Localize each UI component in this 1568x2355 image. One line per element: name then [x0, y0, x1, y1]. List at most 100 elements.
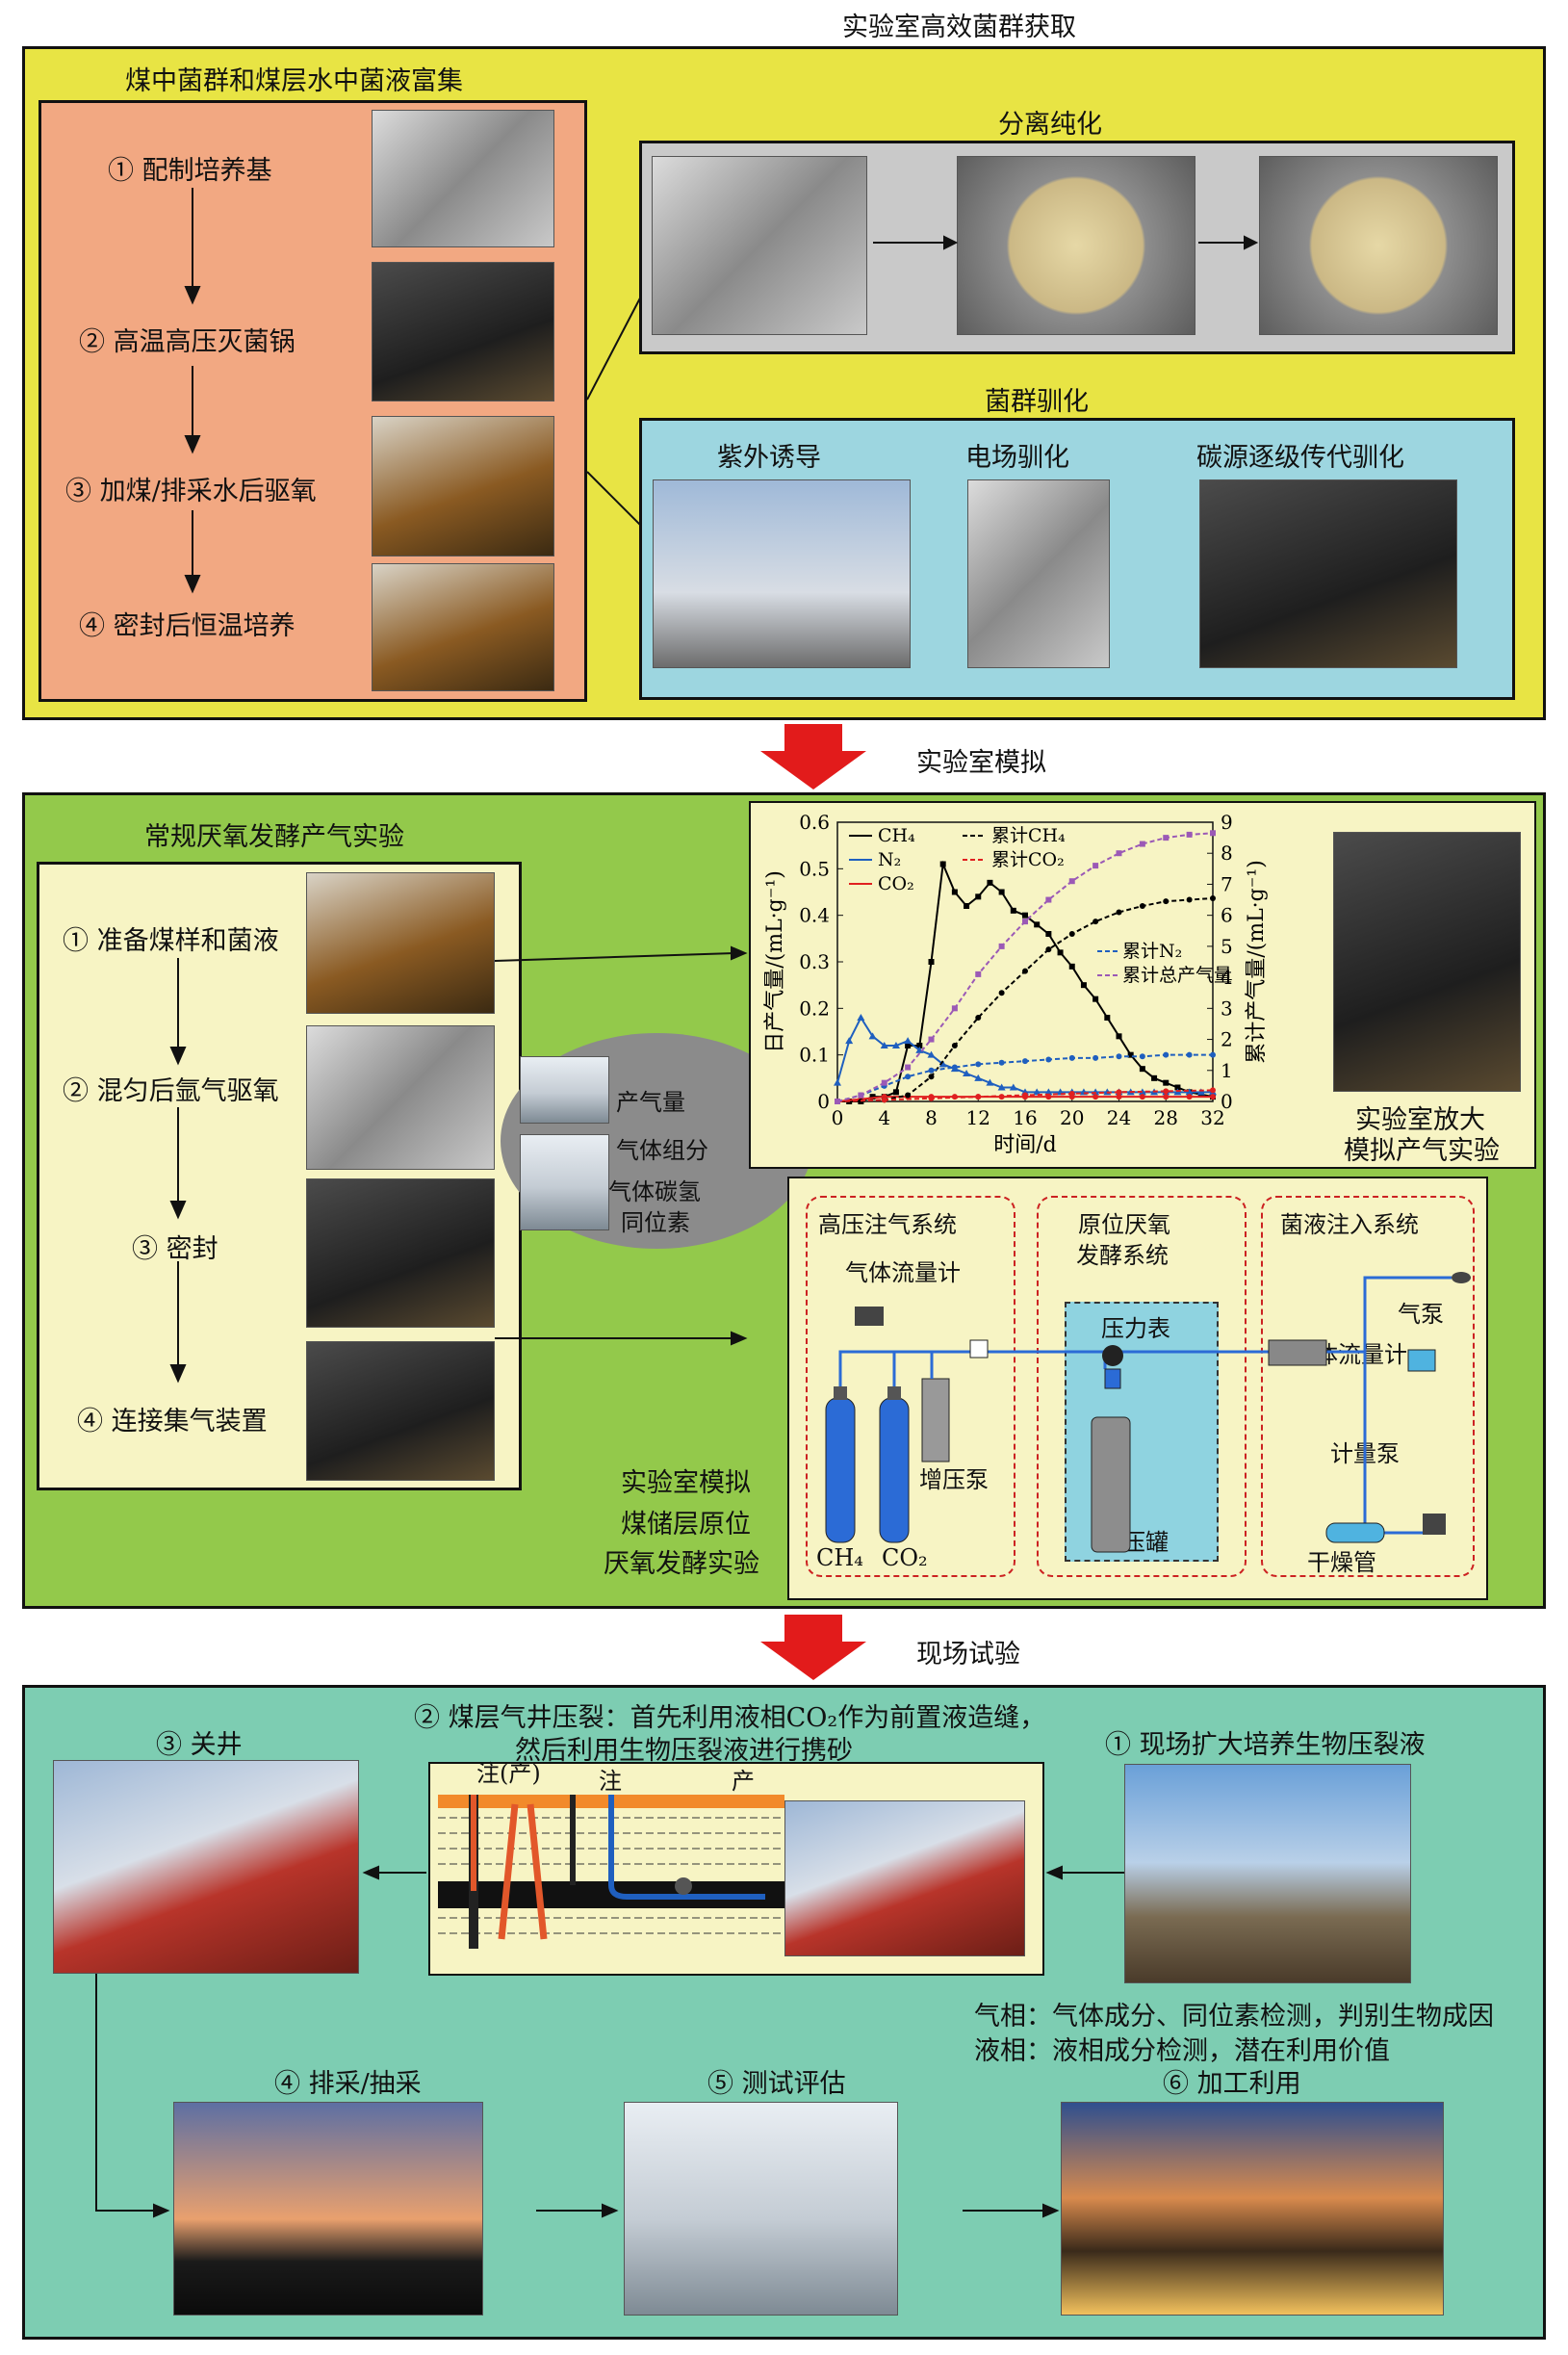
photo-scale-up-vessel [1333, 832, 1521, 1092]
legend-label: 累计N₂ [1122, 941, 1182, 962]
domestication-title: 菌群驯化 [985, 387, 1089, 417]
x-tick-label: 4 [878, 1106, 890, 1129]
data-point [1185, 1088, 1194, 1096]
data-point [1116, 1089, 1122, 1096]
y-left-tick-label: 0 [817, 1090, 830, 1113]
data-point [858, 1092, 864, 1099]
data-point [1092, 1094, 1099, 1100]
data-point [1139, 1094, 1145, 1100]
data-point [881, 1079, 887, 1086]
data-point [1116, 1033, 1122, 1040]
bacteria-injection-box [1261, 1196, 1475, 1577]
photo-uv-induction [653, 479, 911, 668]
data-point [998, 990, 1005, 996]
x-tick-label: 16 [1013, 1106, 1037, 1129]
system2-title-1: 原位厌氧 [1078, 1211, 1170, 1238]
photo-fracturing-fleet [784, 1800, 1025, 1956]
data-point [1210, 894, 1216, 901]
x-axis-label: 时间/d [993, 1133, 1057, 1157]
data-point [1104, 1015, 1111, 1021]
x-tick-label: 0 [832, 1106, 844, 1129]
data-point [845, 1037, 854, 1045]
y-right-tick-label: 1 [1221, 1059, 1233, 1082]
data-point [975, 1094, 982, 1100]
photo-flasks-deoxygenation [372, 416, 554, 556]
data-point [1116, 1094, 1122, 1100]
data-point [975, 1061, 982, 1068]
x-tick-label: 20 [1060, 1106, 1084, 1129]
well-label-1: 注(产) [476, 1760, 541, 1787]
apparatus-schematic [825, 1272, 1471, 1553]
label-ch4: CH₄ [816, 1544, 863, 1571]
note-gas: 气相：气体成分、同位素检测，判别生物成因 [974, 2002, 1494, 2032]
hp-tank-icon [1091, 1416, 1131, 1553]
sim-label-3: 厌氧发酵实验 [604, 1549, 759, 1579]
domestication-item-electric: 电场驯化 [965, 443, 1069, 473]
y-left-tick-label: 0.4 [799, 904, 830, 927]
data-point [881, 1097, 887, 1103]
data-point [834, 1078, 841, 1086]
y-right-tick-label: 7 [1221, 872, 1233, 895]
red-arrow-2 [760, 1615, 866, 1680]
photo-isotope-instrument [520, 1134, 609, 1230]
data-point [1163, 1094, 1170, 1100]
data-point [1163, 1088, 1170, 1095]
legend-label: 累计总产气量 [1122, 965, 1232, 986]
y-left-tick-label: 0.3 [799, 950, 830, 973]
photo-coal-sample [306, 872, 495, 1014]
data-point [1196, 1088, 1205, 1096]
data-point [1045, 1056, 1052, 1063]
photo-anaerobic-chamber [652, 156, 867, 335]
ch4-cylinder-icon [825, 1386, 856, 1543]
data-point [915, 1046, 924, 1053]
photo-electric-field [967, 479, 1110, 668]
conventional-step-1: ① 准备煤样和菌液 [63, 926, 279, 956]
data-point [916, 1043, 923, 1048]
photo-autoclave [372, 262, 554, 401]
data-point [1009, 1083, 1017, 1091]
y-left-tick-label: 0.2 [799, 996, 830, 1020]
data-point [1092, 863, 1099, 869]
conventional-arrows [169, 958, 187, 1384]
data-point [1139, 1066, 1145, 1073]
data-point [986, 1078, 994, 1086]
data-point [1139, 841, 1145, 847]
field-step-2-line1: ② 煤层气井压裂：首先利用液相CO₂作为前置液造缝， [414, 1703, 1046, 1733]
photo-well-shut-in [53, 1760, 359, 1974]
domestication-item-uv: 紫外诱导 [717, 443, 821, 473]
data-point [835, 1099, 840, 1104]
system1-title: 高压注气系统 [818, 1211, 957, 1238]
photo-argon-purge [306, 1025, 495, 1170]
photo-incubation [372, 563, 554, 691]
data-point [1186, 896, 1193, 903]
photo-field-culture [1124, 1764, 1411, 1983]
y-right-tick-label: 5 [1221, 935, 1233, 958]
conventional-title: 常规厌氧发酵产气实验 [144, 822, 404, 852]
system2-title-2: 发酵系统 [1076, 1242, 1169, 1269]
data-point [974, 1074, 983, 1081]
photo-plate-colonies [957, 156, 1195, 335]
data-point [1080, 982, 1087, 989]
data-point [1174, 1084, 1181, 1091]
data-point [1116, 850, 1122, 857]
injection-system-box [806, 1196, 1015, 1577]
data-point [1068, 878, 1075, 885]
data-point [892, 1089, 899, 1096]
data-point [963, 1070, 971, 1076]
scale-up-label-2: 模拟产气实验 [1344, 1136, 1500, 1166]
y-right-tick-label: 3 [1221, 996, 1233, 1020]
data-point [1163, 835, 1170, 841]
field-step-3: ③ 关井 [156, 1730, 243, 1760]
data-point [998, 889, 1005, 895]
data-point [1022, 912, 1028, 919]
data-point [951, 1064, 958, 1071]
data-point [1210, 1087, 1216, 1094]
y-right-tick-label: 8 [1221, 841, 1233, 865]
data-point [1010, 907, 1016, 914]
top-header: 实验室高效菌群获取 [842, 13, 1076, 42]
y-left-tick-label: 0.6 [799, 811, 830, 834]
data-point [975, 893, 982, 900]
data-point [987, 879, 993, 886]
fracturing-diagram [438, 1795, 784, 1949]
data-point [939, 861, 946, 867]
